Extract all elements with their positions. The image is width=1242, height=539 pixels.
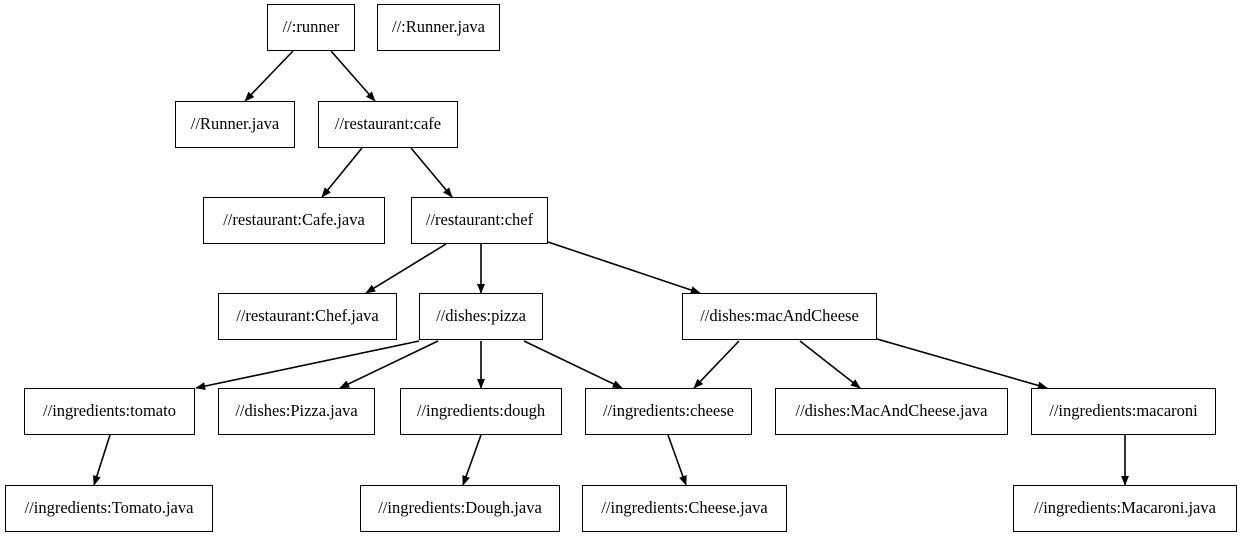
graph-edge-ingredients_dough-to-ingredients_dough_java — [462, 434, 482, 486]
graph-node-label: //ingredients:Dough.java — [378, 498, 542, 518]
graph-edge-dishes_macandcheese-to-ingredients_cheese — [693, 340, 740, 389]
graph-node-runner[interactable]: //:runner — [267, 4, 355, 51]
graph-node-runner_java[interactable]: //Runner.java — [175, 101, 295, 148]
graph-node-dishes_macandcheese[interactable]: //dishes:macAndCheese — [682, 293, 877, 340]
graph-node-label: //:Runner.java — [391, 17, 486, 37]
graph-node-label: //ingredients:Macaroni.java — [1034, 498, 1216, 518]
graph-node-label: //:runner — [282, 17, 340, 37]
graph-edge-restaurant_chef-to-dishes_macandcheese — [547, 241, 701, 294]
graph-node-label: //ingredients:tomato — [43, 401, 176, 421]
graph-node-label: //restaurant:Cafe.java — [223, 210, 365, 230]
graph-node-label: //dishes:Pizza.java — [235, 401, 358, 421]
graph-node-restaurant_cafe[interactable]: //restaurant:cafe — [318, 101, 458, 148]
graph-node-label: //restaurant:chef — [425, 210, 534, 230]
graph-node-restaurant_cafe_java[interactable]: //restaurant:Cafe.java — [203, 197, 385, 244]
graph-node-label: //ingredients:macaroni — [1049, 401, 1198, 421]
graph-node-runner_java_root[interactable]: //:Runner.java — [377, 4, 500, 51]
graph-edge-runner-to-runner_java — [244, 50, 294, 102]
graph-edge-restaurant_chef-to-restaurant_chef_java — [365, 243, 447, 294]
graph-edge-dishes_macandcheese-to-ingredients_macaroni — [876, 338, 1048, 390]
graph-edge-dishes_pizza-to-ingredients_tomato — [195, 340, 420, 391]
graph-edge-restaurant_cafe-to-restaurant_chef — [410, 147, 453, 198]
graph-node-ingredients_cheese_java[interactable]: //ingredients:Cheese.java — [582, 485, 787, 532]
graph-edge-runner-to-restaurant_cafe — [330, 50, 376, 102]
graph-node-label: //dishes:macAndCheese — [700, 306, 859, 326]
graph-node-label: //restaurant:cafe — [334, 114, 442, 134]
graph-node-dishes_pizza_java[interactable]: //dishes:Pizza.java — [218, 388, 375, 435]
graph-node-label: //Runner.java — [190, 114, 280, 134]
graph-edge-ingredients_tomato-to-ingredients_tomato_java — [92, 434, 111, 486]
graph-edge-dishes_pizza-to-ingredients_cheese — [523, 340, 623, 389]
graph-node-ingredients_macaroni_java[interactable]: //ingredients:Macaroni.java — [1013, 485, 1237, 532]
graph-node-ingredients_cheese[interactable]: //ingredients:cheese — [585, 388, 752, 435]
graph-node-ingredients_macaroni[interactable]: //ingredients:macaroni — [1031, 388, 1216, 435]
graph-node-label: //restaurant:Chef.java — [236, 306, 379, 326]
graph-node-ingredients_dough_java[interactable]: //ingredients:Dough.java — [360, 485, 560, 532]
graph-node-dishes_mac_java[interactable]: //dishes:MacAndCheese.java — [775, 388, 1008, 435]
graph-edge-restaurant_cafe-to-restaurant_cafe_java — [321, 147, 363, 198]
graph-node-ingredients_dough[interactable]: //ingredients:dough — [400, 388, 562, 435]
graph-edge-dishes_macandcheese-to-dishes_mac_java — [799, 340, 861, 389]
graph-node-label: //dishes:MacAndCheese.java — [795, 401, 988, 421]
graph-node-restaurant_chef_java[interactable]: //restaurant:Chef.java — [218, 293, 397, 340]
graph-edge-ingredients_cheese-to-ingredients_cheese_java — [667, 434, 687, 486]
graph-node-ingredients_tomato_java[interactable]: //ingredients:Tomato.java — [5, 485, 213, 532]
graph-node-label: //ingredients:Cheese.java — [601, 498, 768, 518]
graph-node-label: //ingredients:cheese — [602, 401, 735, 421]
graph-node-label: //ingredients:dough — [416, 401, 546, 421]
graph-node-restaurant_chef[interactable]: //restaurant:chef — [411, 197, 548, 244]
graph-node-label: //ingredients:Tomato.java — [24, 498, 194, 518]
graph-node-label: //dishes:pizza — [436, 306, 526, 326]
graph-node-dishes_pizza[interactable]: //dishes:pizza — [419, 293, 543, 340]
graph-node-ingredients_tomato[interactable]: //ingredients:tomato — [24, 388, 195, 435]
graph-edge-dishes_pizza-to-dishes_pizza_java — [339, 340, 439, 389]
